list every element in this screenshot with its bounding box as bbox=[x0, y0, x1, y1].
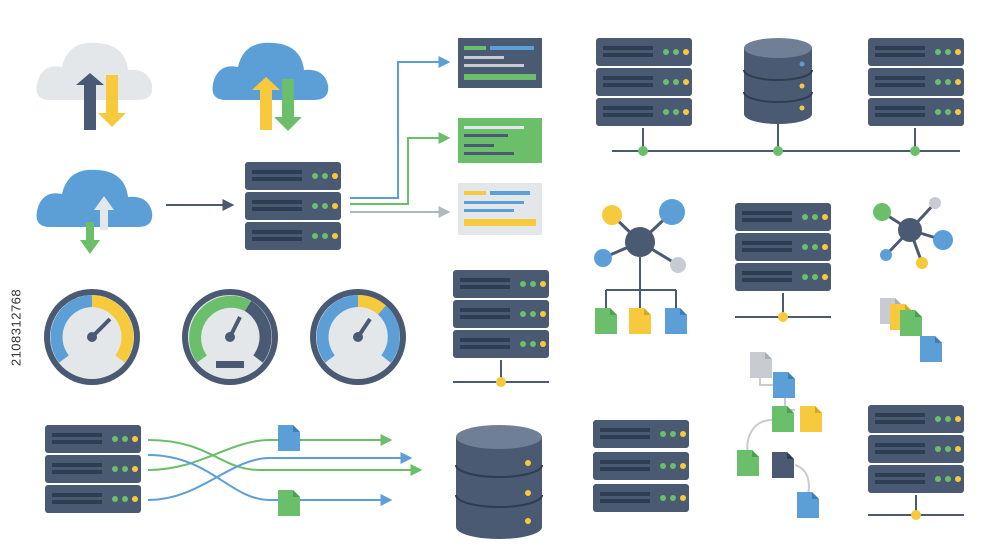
file-hierarchy-icon bbox=[594, 199, 687, 334]
server-rack-icon bbox=[593, 420, 689, 512]
file-icon bbox=[278, 425, 300, 451]
cloud-sync-icon bbox=[212, 42, 329, 131]
data-routing-icon bbox=[350, 56, 451, 218]
server-rack-icon bbox=[245, 162, 341, 250]
gauge-icon bbox=[310, 289, 406, 385]
file-tree-icon bbox=[737, 352, 822, 518]
gauge-icon bbox=[182, 289, 278, 385]
server-rack-icon bbox=[45, 425, 141, 513]
database-icon bbox=[455, 425, 543, 539]
server-network-icon bbox=[735, 203, 831, 322]
cloud-upload-download-icon bbox=[36, 169, 153, 254]
file-stack-icon bbox=[880, 298, 942, 362]
file-icon bbox=[278, 490, 300, 516]
dashboard-panel-icon bbox=[458, 38, 542, 88]
cloud-sync-icon bbox=[36, 42, 153, 130]
gauge-icon bbox=[44, 289, 140, 385]
network-hub-icon bbox=[873, 197, 953, 269]
server-network-icon bbox=[453, 270, 549, 387]
server-network-icon bbox=[868, 405, 964, 520]
data-routing-icon bbox=[147, 434, 423, 506]
dashboard-panel-icon bbox=[458, 183, 542, 235]
stock-id-label: 2108312768 bbox=[8, 288, 24, 367]
dashboard-panel-icon bbox=[458, 118, 542, 163]
network-servers-icon bbox=[596, 38, 964, 156]
